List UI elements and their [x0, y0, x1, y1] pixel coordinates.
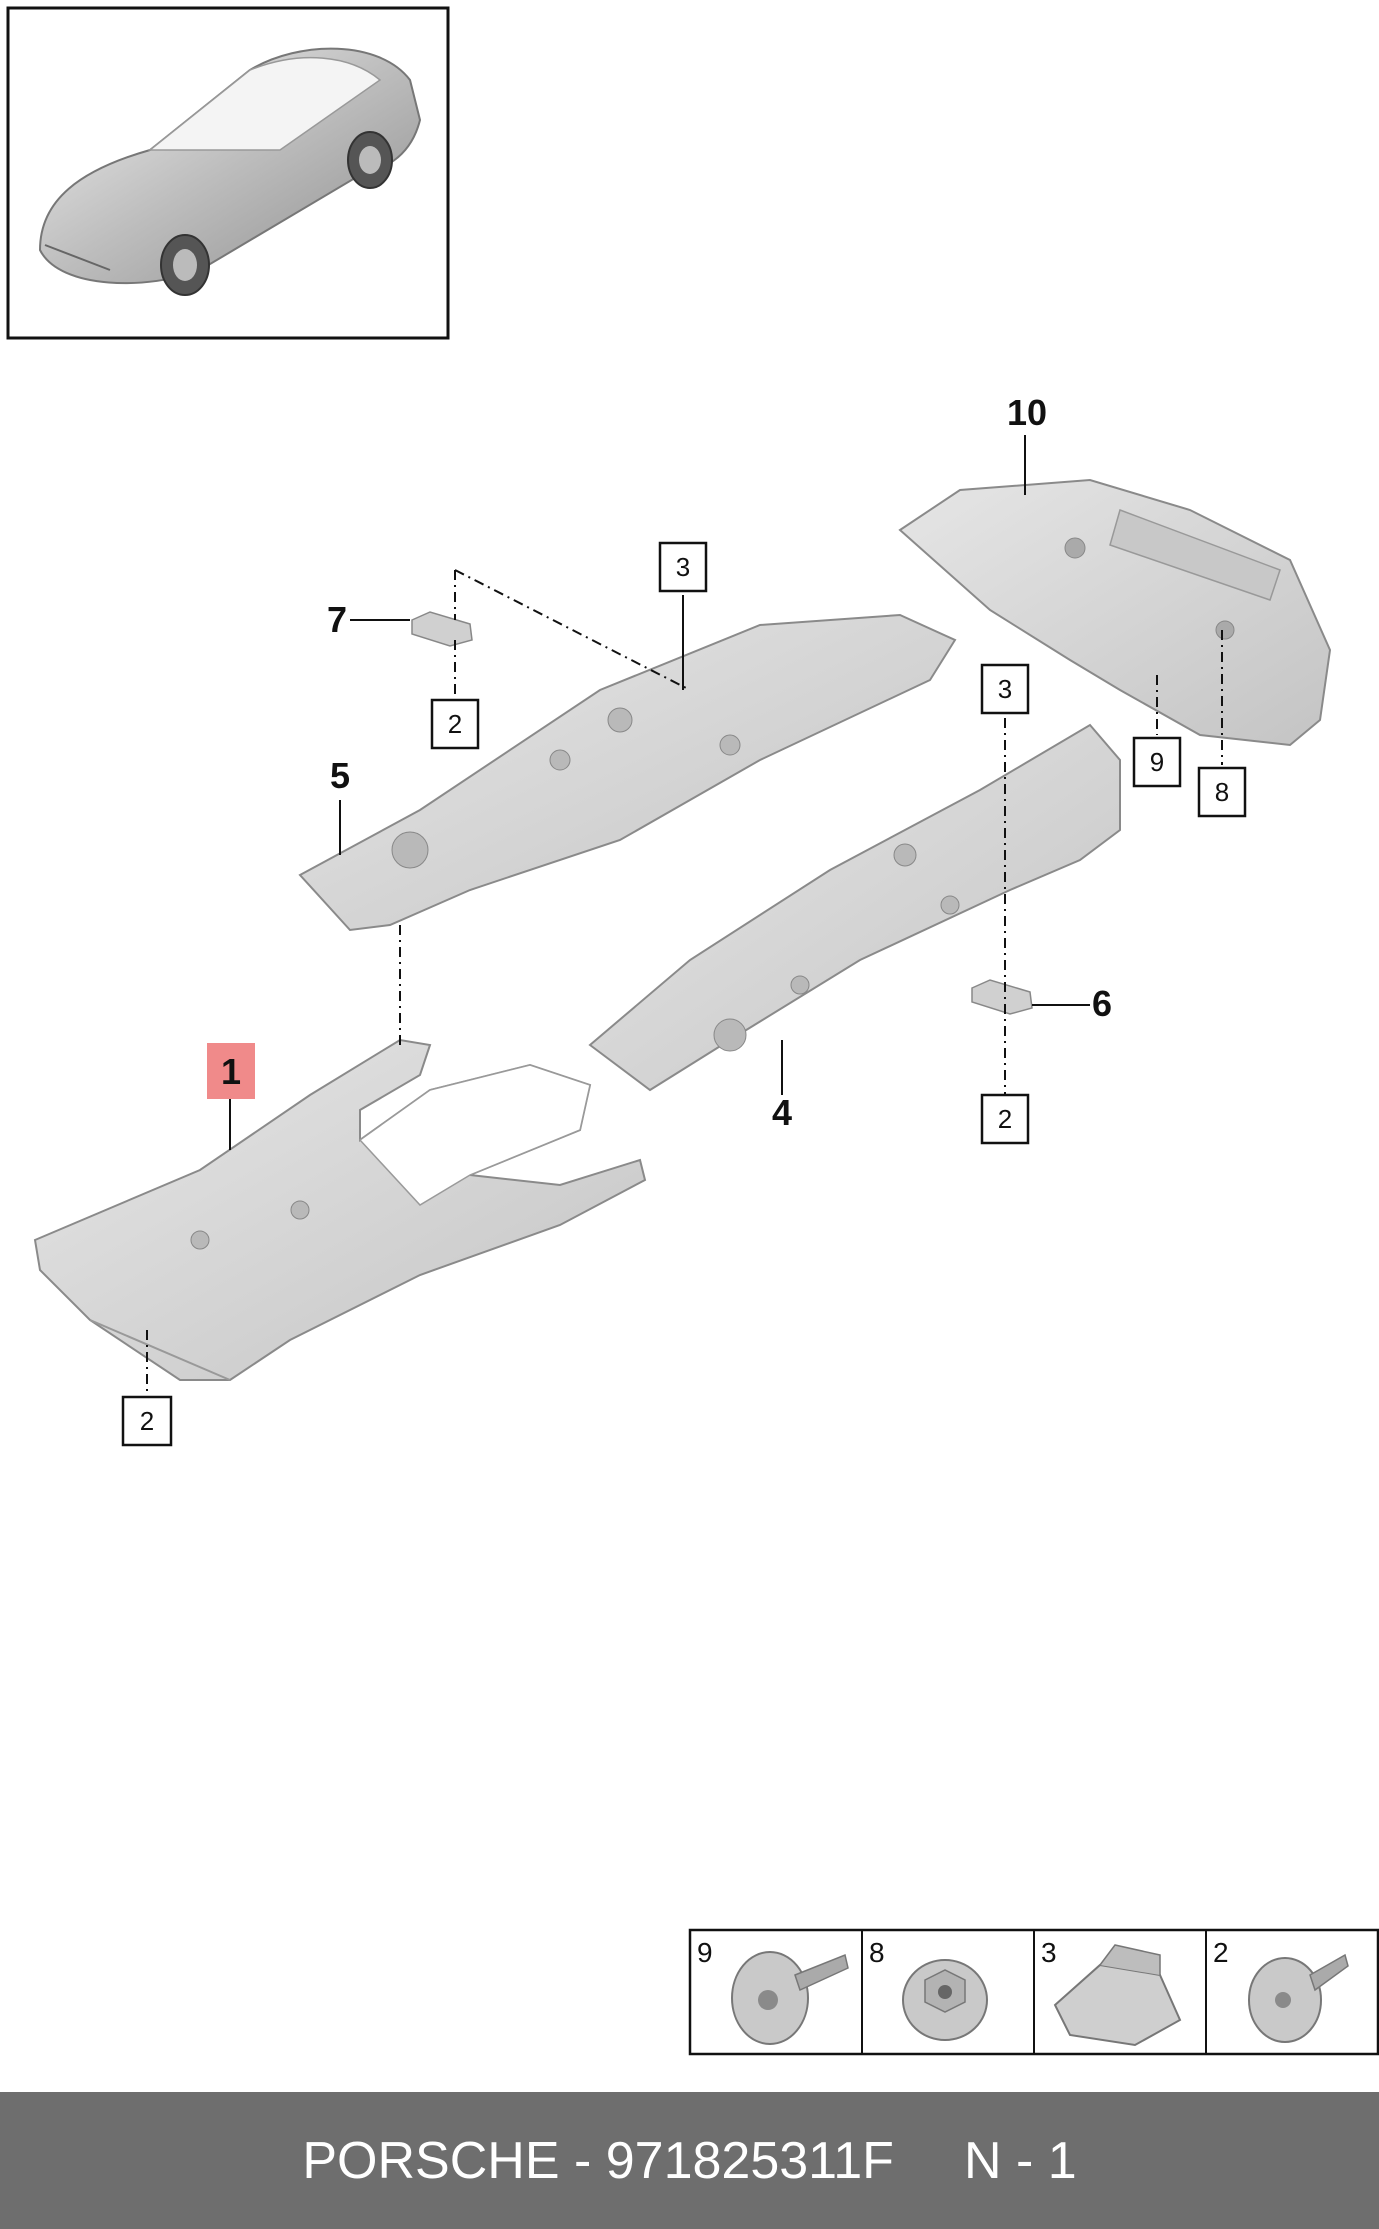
svg-text:9: 9: [1150, 747, 1164, 777]
svg-text:2: 2: [998, 1104, 1012, 1134]
legend-label-1: 9: [697, 1937, 713, 1968]
part-4-underbody-panel: [588, 723, 1121, 1092]
box-callout-2-b: 2: [980, 1093, 1030, 1145]
part-5-underbody-panel: [298, 613, 957, 932]
callout-5: 5: [330, 755, 350, 796]
box-callout-8: 8: [1197, 766, 1247, 818]
part-6-clip: [971, 979, 1033, 1015]
hardware-legend: 9 8 3 2: [688, 1928, 1379, 2056]
footer-sheet: N - 1: [963, 2131, 1077, 2190]
part-1-front-underbody-panel: [33, 1038, 647, 1381]
footer-bar: PORSCHE - 971825311F N - 1: [0, 2092, 1379, 2229]
svg-text:8: 8: [1215, 777, 1229, 807]
flange-bolt-icon: [731, 1951, 849, 2045]
box-callout-2-a: 2: [430, 698, 480, 750]
box-callout-9: 9: [1132, 736, 1182, 788]
clip-nut-icon: [1053, 1944, 1182, 2047]
callout-7: 7: [327, 599, 347, 640]
footer-part-number: PORSCHE - 971825311F: [302, 2131, 894, 2190]
vehicle-thumbnail: [6, 6, 450, 340]
part-10-underbody-panel: [898, 478, 1332, 747]
svg-text:3: 3: [676, 552, 690, 582]
callout-1: 1: [221, 1051, 241, 1092]
car-icon: [38, 47, 422, 296]
svg-text:3: 3: [998, 674, 1012, 704]
svg-text:2: 2: [140, 1406, 154, 1436]
box-callout-3-a: 3: [658, 541, 708, 593]
legend-label-3: 3: [1041, 1937, 1057, 1968]
box-callout-3-b: 3: [980, 663, 1030, 715]
callout-4: 4: [772, 1092, 792, 1133]
callout-1-highlight: 1: [207, 1043, 255, 1099]
screw-icon: [1248, 1953, 1349, 2043]
part-7-clip: [411, 611, 473, 647]
callout-6: 6: [1092, 983, 1112, 1024]
svg-text:2: 2: [448, 709, 462, 739]
leader-lines: [146, 435, 1223, 1395]
legend-label-2: 8: [869, 1937, 885, 1968]
box-callout-2-c: 2: [121, 1395, 173, 1447]
callout-10: 10: [1007, 392, 1047, 433]
flange-nut-icon: [902, 1959, 988, 2041]
legend-label-4: 2: [1213, 1937, 1229, 1968]
